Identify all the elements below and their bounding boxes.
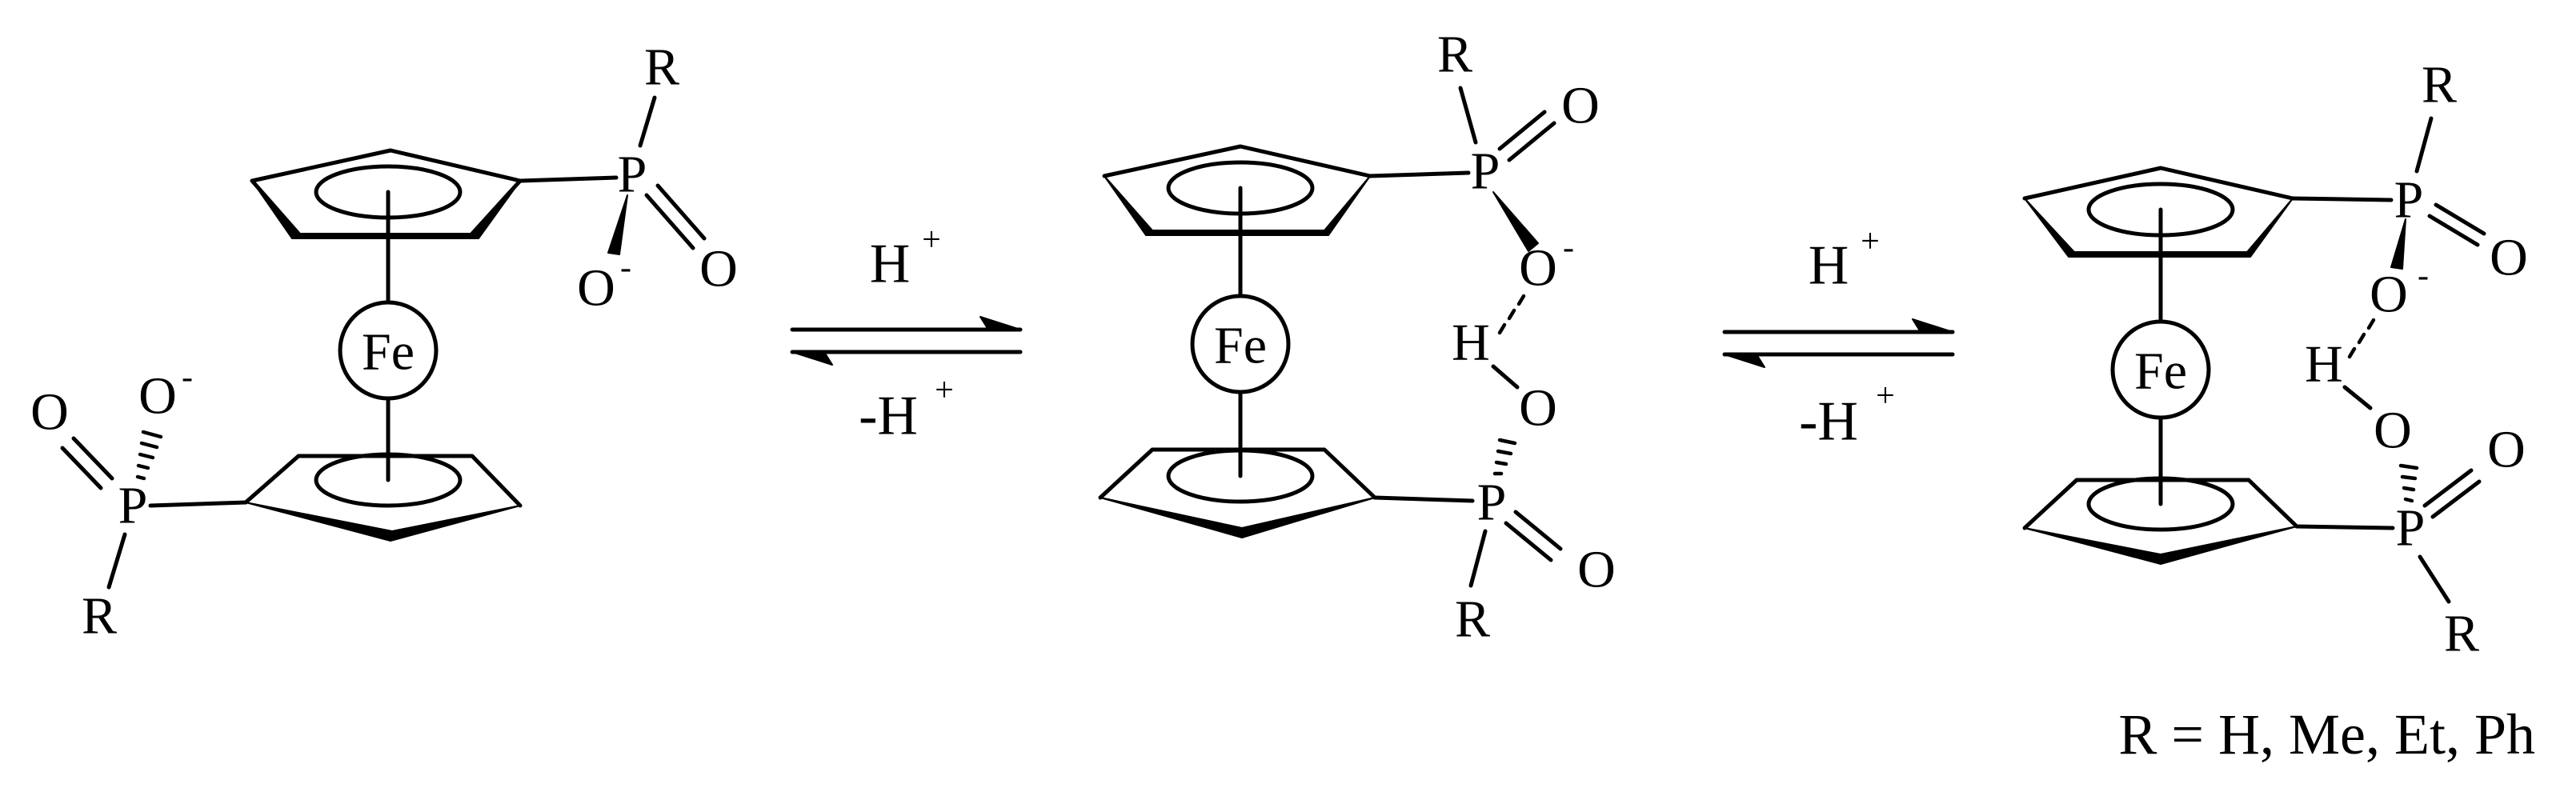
hashed-bond — [135, 430, 163, 481]
upper-phosphinate: P R O O - — [1368, 26, 1600, 298]
phosphorus-label: P — [2396, 499, 2426, 558]
forward-charge: + — [922, 222, 941, 258]
lower-phosphinate: P R O O - — [30, 359, 248, 646]
lower-phosphinate: P O R — [2294, 421, 2526, 663]
oxygen-label: O — [1561, 77, 1600, 135]
charge-label: - — [620, 250, 631, 286]
r-label: R — [644, 38, 679, 97]
phosphorus-label: P — [618, 146, 647, 204]
iron-atom — [338, 300, 439, 401]
hashed-bond — [1492, 438, 1517, 476]
oxygen-label: O — [2487, 421, 2526, 479]
molecule-monoanion: Fe P R O O - H O P — [1098, 26, 1616, 649]
r-label: R — [1455, 590, 1490, 649]
oxygen-label: O — [1577, 541, 1616, 599]
upper-phosphinate: P R O O - — [2290, 56, 2528, 324]
charge-label: - — [182, 359, 193, 396]
lower-phosphinate: P O R — [1372, 438, 1616, 649]
equilibrium-arrow-2: H + -H + — [1722, 223, 1955, 453]
hashed-bond — [2398, 463, 2419, 503]
forward-label: H — [1809, 235, 1849, 297]
upper-cp-ring — [1102, 144, 1372, 236]
phosphorus-label: P — [1477, 474, 1507, 532]
r-label: R — [2444, 605, 2479, 663]
r-label: R — [82, 587, 117, 646]
charge-label: - — [1563, 230, 1574, 266]
iron-label: Fe — [362, 323, 415, 382]
iron-atom — [2110, 319, 2211, 420]
substituent-legend: R = H, Me, Et, Ph — [2118, 702, 2535, 766]
iron-label: Fe — [2134, 342, 2187, 401]
forward-label: H — [870, 234, 911, 295]
upper-phosphinate: P R O O - — [518, 38, 738, 318]
oxygen-label: O — [2370, 266, 2408, 324]
charge-label: - — [2418, 258, 2429, 294]
hydrogen-label: H — [2305, 335, 2343, 394]
reverse-label: -H — [859, 386, 918, 447]
phosphorus-label: P — [2394, 171, 2424, 230]
equilibrium-arrow-1: H + -H + — [790, 222, 1023, 447]
lower-cp-ring — [1098, 447, 1377, 538]
oxygen-label: O — [577, 259, 615, 318]
oxygen-label: O — [699, 240, 738, 298]
r-label: R — [1437, 26, 1472, 84]
oxygen-label: O — [2490, 229, 2528, 287]
oxygen-label: O — [2374, 402, 2412, 460]
molecule-monoanion-conformer: Fe P R O O - H O P — [2022, 56, 2528, 663]
reverse-label: -H — [1799, 391, 1858, 453]
lower-cp-ring — [243, 452, 523, 542]
hydrogen-bond: H O — [2305, 318, 2412, 460]
molecule-dianion: Fe P R O O - P R O — [30, 38, 738, 646]
reverse-charge: + — [935, 372, 954, 409]
oxygen-label: O — [1519, 379, 1557, 438]
iron-label: Fe — [1214, 317, 1267, 375]
iron-atom — [1190, 294, 1291, 394]
hydrogen-label: H — [1452, 314, 1490, 372]
reverse-charge: + — [1876, 378, 1895, 414]
phosphorus-label: P — [118, 477, 148, 535]
hydrogen-bond: H O — [1452, 294, 1557, 438]
phosphorus-label: P — [1471, 142, 1500, 201]
oxygen-label: O — [138, 367, 177, 426]
oxygen-label: O — [1519, 239, 1557, 298]
oxygen-label: O — [30, 383, 69, 442]
forward-charge: + — [1861, 223, 1880, 260]
r-label: R — [2422, 56, 2457, 114]
